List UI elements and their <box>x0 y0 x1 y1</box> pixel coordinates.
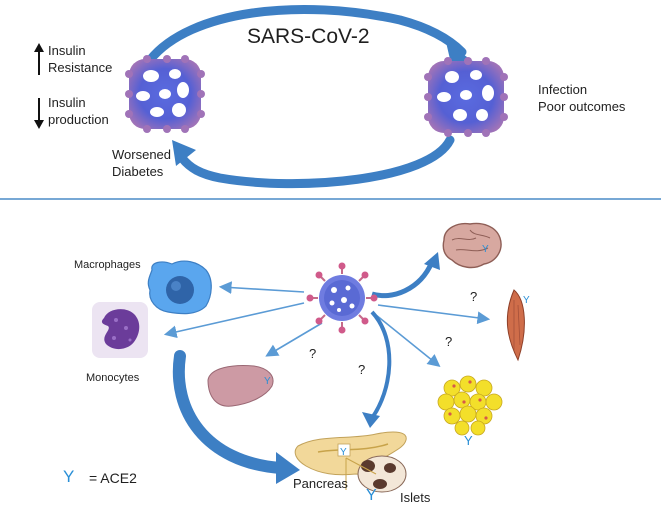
legend-ace2-symbol: Y <box>63 467 75 486</box>
legend-ace2-text: = ACE2 <box>89 470 137 486</box>
adipose-tissue-icon <box>437 375 503 436</box>
adipose-nuclei <box>448 380 488 420</box>
liver-icon: Y <box>207 365 274 407</box>
adipose-ace2-receptor: Y <box>464 433 473 448</box>
infection-label-line1: Infection <box>538 82 588 97</box>
insulin-production-label-line2: production <box>48 112 109 127</box>
pancreas-label: Pancreas <box>293 476 348 491</box>
worsened-diabetes-label-line1: Worsened <box>112 147 172 162</box>
insulin-resistance-label-line1: Insulin <box>48 43 86 58</box>
question-mark-pancreas: ? <box>358 362 366 377</box>
insulin-production-label-line1: Insulin <box>48 95 86 110</box>
svg-text:Y: Y <box>340 447 347 458</box>
up-arrow-icon <box>34 43 44 75</box>
question-mark-adipose: ? <box>445 334 453 349</box>
infected-cell-right <box>424 57 508 137</box>
worsened-diabetes-label-line2: Diabetes <box>112 164 164 179</box>
monocytes-to-pancreas-arrow <box>172 350 300 484</box>
svg-text:Y: Y <box>264 376 271 387</box>
pathogen-title: SARS-CoV-2 <box>247 25 370 48</box>
down-arrow-icon <box>34 98 44 129</box>
brain-icon: Y <box>442 222 502 269</box>
macrophage-icon <box>147 260 212 315</box>
virus-to-brain-arrow <box>371 252 440 299</box>
infection-label-line2: Poor outcomes <box>538 99 626 114</box>
infected-cell-left <box>125 55 205 133</box>
virus-to-pancreas-arrow <box>362 310 392 428</box>
svg-text:Y: Y <box>523 295 530 306</box>
islets-label: Islets <box>400 490 431 505</box>
cycle-arrow-bottom <box>172 135 455 189</box>
monocyte-icon <box>92 302 148 358</box>
svg-text:Y: Y <box>482 244 489 255</box>
islets-ace2-receptor: Y <box>366 487 377 504</box>
sars-cov-2-virus-icon <box>306 262 378 334</box>
insulin-resistance-label-line2: Resistance <box>48 60 113 75</box>
question-mark-muscle: ? <box>470 289 478 304</box>
monocytes-label: Monocytes <box>86 372 140 384</box>
question-mark-liver: ? <box>309 346 317 361</box>
macrophages-label: Macrophages <box>74 259 141 271</box>
virus-to-targets-arrows <box>163 281 491 368</box>
muscle-icon: Y <box>506 289 530 362</box>
islets-icon <box>345 455 407 493</box>
